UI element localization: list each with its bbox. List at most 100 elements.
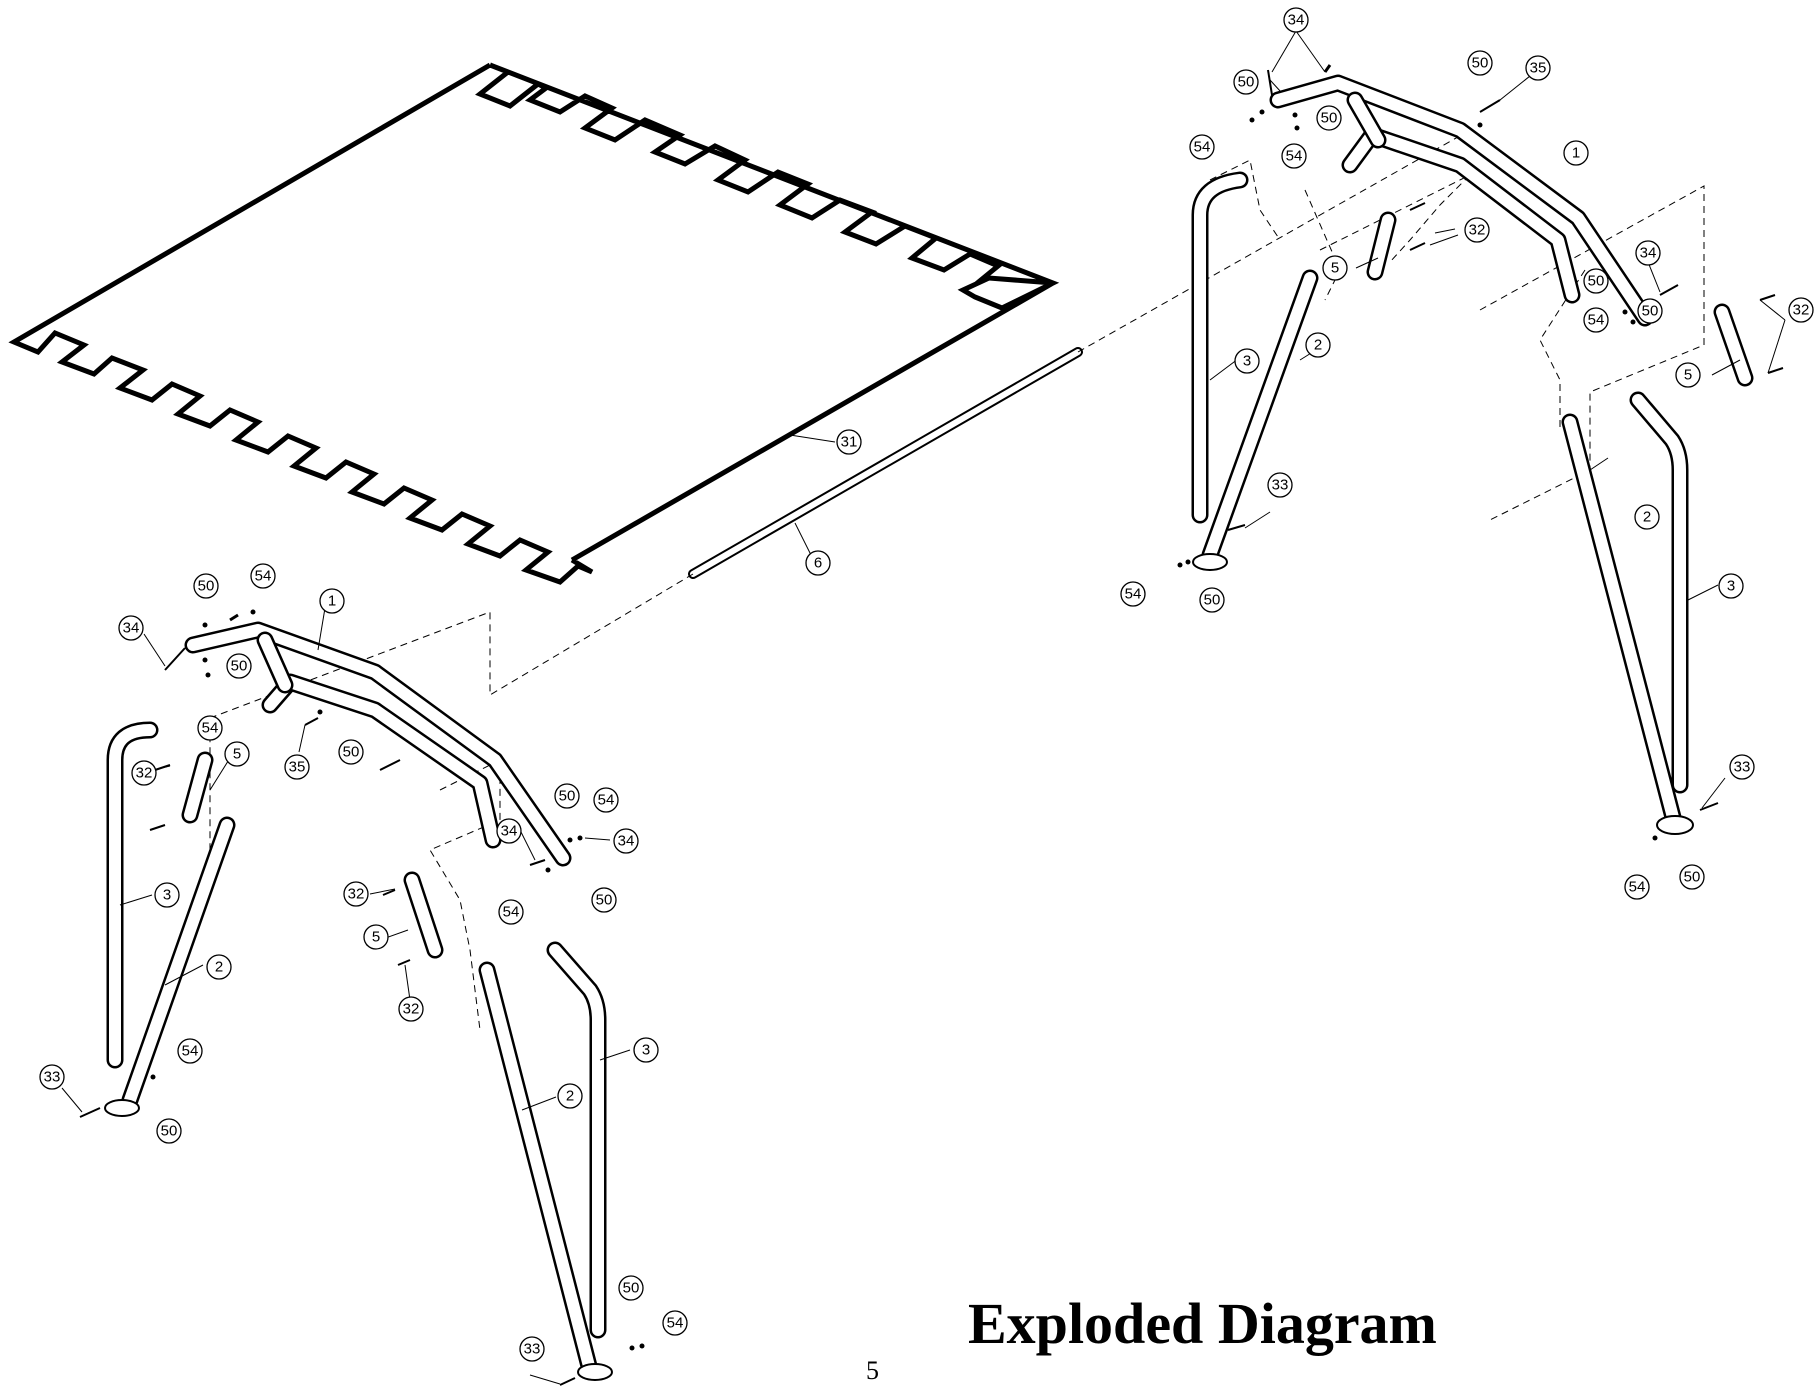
callout-front-washer-g: 50 [618, 1275, 644, 1301]
callout-balloon [1281, 143, 1307, 169]
callout-balloon [805, 550, 831, 576]
callout-label: 50 [1204, 592, 1221, 609]
callout-balloon [118, 615, 144, 641]
callout-label: 50 [198, 578, 215, 595]
callout-label: 2 [566, 1088, 574, 1105]
callout-label: 34 [1288, 12, 1305, 29]
callout-rear-top-frame: 1 [1563, 140, 1589, 166]
callout-rear-mid-screw: 35 [1525, 55, 1551, 81]
callout-front-right-pin-a: 32 [343, 881, 369, 907]
callout-balloon [1283, 7, 1309, 33]
callouts: 3161235235323232333334343435505050505050… [39, 7, 1814, 1362]
callout-label: 33 [1734, 759, 1751, 776]
page-number: 5 [866, 1356, 879, 1385]
callout-rear-right-bolt: 34 [1635, 240, 1661, 266]
callout-balloon [1525, 55, 1551, 81]
callout-balloon [1199, 587, 1225, 613]
callout-rear-washer-g: 50 [1679, 864, 1705, 890]
rear-left-leg-3 [1191, 171, 1249, 524]
callout-balloon [1624, 874, 1650, 900]
callout-label: 54 [1125, 586, 1142, 603]
callout-rear-nut-b: 54 [1281, 143, 1307, 169]
callout-front-right-foot-pin: 33 [519, 1336, 545, 1362]
callout-balloon [177, 1038, 203, 1064]
callout-rear-left-pin: 32 [1464, 217, 1490, 243]
callout-balloon [1583, 268, 1609, 294]
callout-front-nut-c: 54 [593, 787, 619, 813]
callout-label: 32 [136, 765, 153, 782]
callout-front-washer-f: 50 [156, 1118, 182, 1144]
callout-front-washer-d: 50 [554, 783, 580, 809]
callout-balloon [1634, 504, 1660, 530]
canopy-fabric [8, 62, 1060, 585]
callout-balloon [554, 783, 580, 809]
callout-front-nut-e: 54 [177, 1038, 203, 1064]
callout-balloon [206, 954, 232, 980]
callout-label: 1 [1572, 145, 1580, 162]
callout-label: 5 [1331, 260, 1339, 277]
callout-label: 3 [1727, 578, 1735, 595]
front-left-foot [104, 1099, 140, 1117]
callout-label: 33 [1272, 477, 1289, 494]
callout-rear-nut-e: 54 [1624, 874, 1650, 900]
callout-front-top-frame: 1 [319, 588, 345, 614]
callout-rear-left-bolt: 34 [1283, 7, 1309, 33]
callout-rear-washer-d: 50 [1583, 268, 1609, 294]
callout-front-mid-screw: 35 [284, 754, 310, 780]
callout-label: 50 [559, 788, 576, 805]
callout-balloon [557, 1083, 583, 1109]
callout-balloon [338, 739, 364, 765]
rear-frame-assembly [1177, 64, 1784, 841]
callout-label: 5 [372, 929, 380, 946]
callout-label: 54 [1629, 879, 1646, 896]
callout-label: 32 [403, 1001, 420, 1018]
callout-balloon [618, 1275, 644, 1301]
callout-label: 50 [1472, 55, 1489, 72]
callout-balloon [633, 1037, 659, 1063]
front-left-leg-3 [106, 721, 159, 1069]
front-left-leg-2 [121, 816, 236, 1109]
callout-balloon [1675, 362, 1701, 388]
callout-front-right-leg-2: 2 [557, 1083, 583, 1109]
callout-label: 3 [642, 1042, 650, 1059]
callout-label: 33 [44, 1069, 61, 1086]
callout-balloon [1679, 864, 1705, 890]
callout-label: 50 [1321, 110, 1338, 127]
callout-rear-left-foot-pin: 33 [1267, 472, 1293, 498]
callout-front-left-leg-2: 2 [206, 954, 232, 980]
callout-front-right-bracket: 5 [363, 924, 389, 950]
callout-label: 2 [1314, 337, 1322, 354]
front-right-bracket [403, 871, 444, 959]
callout-front-right-pin-b: 32 [398, 996, 424, 1022]
callout-rear-left-leg-2: 2 [1305, 332, 1331, 358]
callout-rear-left-bracket: 5 [1322, 255, 1348, 281]
callout-balloon [613, 828, 639, 854]
callout-label: 34 [618, 833, 635, 850]
callout-balloon [519, 1336, 545, 1362]
callout-label: 54 [503, 904, 520, 921]
front-frame-assembly [79, 609, 645, 1386]
callout-label: 6 [814, 555, 822, 572]
callout-label: 33 [524, 1341, 541, 1358]
callout-rear-washer-e: 50 [1637, 298, 1663, 324]
callout-rear-right-pin: 32 [1788, 297, 1814, 323]
callout-balloon [131, 760, 157, 786]
callout-balloon [1563, 140, 1589, 166]
callout-label: 50 [1238, 74, 1255, 91]
callout-label: 54 [182, 1043, 199, 1060]
callout-label: 35 [289, 759, 306, 776]
callout-label: 1 [328, 593, 336, 610]
callout-balloon [1316, 105, 1342, 131]
callout-label: 2 [215, 959, 223, 976]
callout-rear-washer-b: 50 [1316, 105, 1342, 131]
callout-label: 32 [1469, 222, 1486, 239]
page-title: Exploded Diagram [968, 1291, 1437, 1356]
rear-right-leg-2 [1561, 413, 1684, 834]
rear-hardware [1177, 64, 1784, 841]
callout-label: 50 [1588, 273, 1605, 290]
callout-front-nut-a: 54 [250, 563, 276, 589]
callout-label: 50 [1684, 869, 1701, 886]
callout-label: 32 [1793, 302, 1810, 319]
callout-front-right-bolt-a: 34 [496, 818, 522, 844]
callout-rear-washer-a: 50 [1233, 69, 1259, 95]
